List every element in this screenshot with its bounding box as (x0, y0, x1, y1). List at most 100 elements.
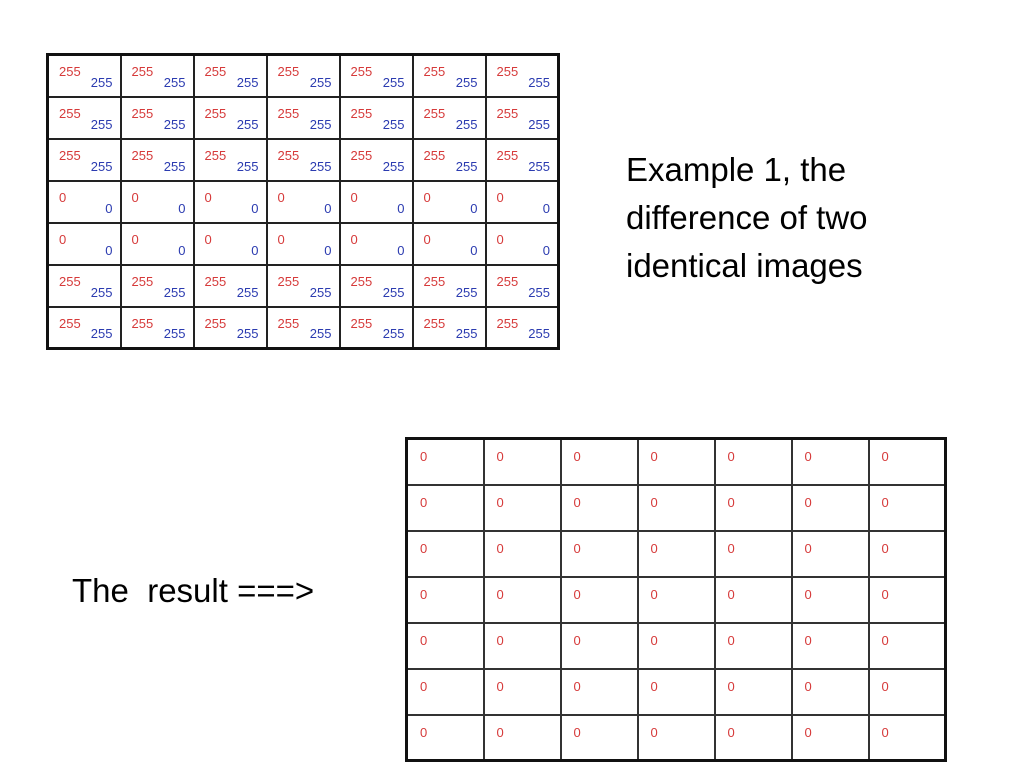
first-image-value: 0 (131, 189, 139, 205)
first-image-value: 0 (496, 189, 504, 205)
result-value: 0 (804, 586, 812, 602)
first-image-value: 0 (277, 231, 285, 247)
second-image-value: 0 (397, 242, 405, 258)
first-image-value: 255 (496, 105, 519, 121)
first-image-value: 255 (423, 273, 446, 289)
result-grid-cell: 0 (482, 713, 562, 762)
example-caption-line-3: identical images (626, 247, 863, 284)
second-image-value: 0 (178, 200, 186, 216)
second-image-value: 255 (309, 116, 332, 132)
first-image-value: 255 (496, 64, 519, 79)
second-image-value: 255 (382, 74, 405, 90)
second-image-value: 255 (90, 116, 113, 132)
second-image-value: 255 (455, 326, 478, 341)
second-image-value: 255 (309, 326, 332, 341)
second-image-value: 255 (455, 74, 478, 90)
result-grid-cell: 0 (405, 575, 485, 624)
second-image-value: 0 (324, 242, 332, 258)
first-image-value: 0 (131, 231, 139, 247)
result-value: 0 (573, 540, 581, 556)
second-image-value: 255 (163, 74, 186, 90)
result-grid-cell: 0 (790, 713, 870, 762)
result-value: 0 (881, 724, 889, 740)
input-grid-cell: 255 255 (484, 95, 560, 140)
result-value: 0 (573, 678, 581, 694)
result-value: 0 (420, 586, 428, 602)
first-image-value: 255 (350, 64, 373, 79)
second-image-value: 255 (236, 158, 259, 174)
result-value: 0 (420, 724, 428, 740)
result-value: 0 (650, 678, 658, 694)
second-image-value: 255 (90, 284, 113, 300)
first-image-value: 0 (59, 231, 67, 247)
second-image-value: 0 (324, 200, 332, 216)
first-image-value: 255 (59, 147, 81, 163)
first-image-value: 0 (496, 231, 504, 247)
result-grid-cell: 0 (405, 437, 485, 486)
result-value: 0 (650, 540, 658, 556)
result-grid-cell: 0 (790, 575, 870, 624)
second-image-value: 255 (528, 326, 550, 341)
first-image-value: 0 (350, 231, 358, 247)
first-image-value: 0 (204, 231, 212, 247)
result-value: 0 (496, 724, 504, 740)
result-value: 0 (573, 586, 581, 602)
result-value: 0 (420, 678, 428, 694)
first-image-value: 255 (496, 147, 519, 163)
result-grid-cell: 0 (867, 667, 947, 716)
result-value: 0 (727, 494, 735, 510)
result-grid-cell: 0 (559, 529, 639, 578)
result-grid-cell: 0 (482, 667, 562, 716)
result-grid-cell: 0 (636, 437, 716, 486)
result-value: 0 (727, 724, 735, 740)
result-grid-cell: 0 (482, 483, 562, 532)
first-image-value: 255 (496, 315, 519, 331)
second-image-value: 0 (542, 242, 550, 258)
result-value: 0 (496, 449, 504, 464)
result-value: 0 (804, 494, 812, 510)
first-image-value: 0 (350, 189, 358, 205)
first-image-value: 0 (204, 189, 212, 205)
second-image-value: 255 (382, 326, 405, 341)
result-grid-cell: 0 (559, 483, 639, 532)
second-image-value: 255 (236, 326, 259, 341)
result-value: 0 (804, 678, 812, 694)
second-image-value: 255 (455, 158, 478, 174)
second-image-value: 255 (528, 116, 550, 132)
result-grid-cell: 0 (867, 529, 947, 578)
result-grid-cell: 0 (559, 575, 639, 624)
result-value: 0 (650, 586, 658, 602)
result-grid-cell: 0 (790, 621, 870, 670)
first-image-value: 0 (277, 189, 285, 205)
second-image-value: 255 (309, 74, 332, 90)
second-image-value: 0 (178, 242, 186, 258)
second-image-value: 255 (236, 284, 259, 300)
result-grid-cell: 0 (405, 713, 485, 762)
